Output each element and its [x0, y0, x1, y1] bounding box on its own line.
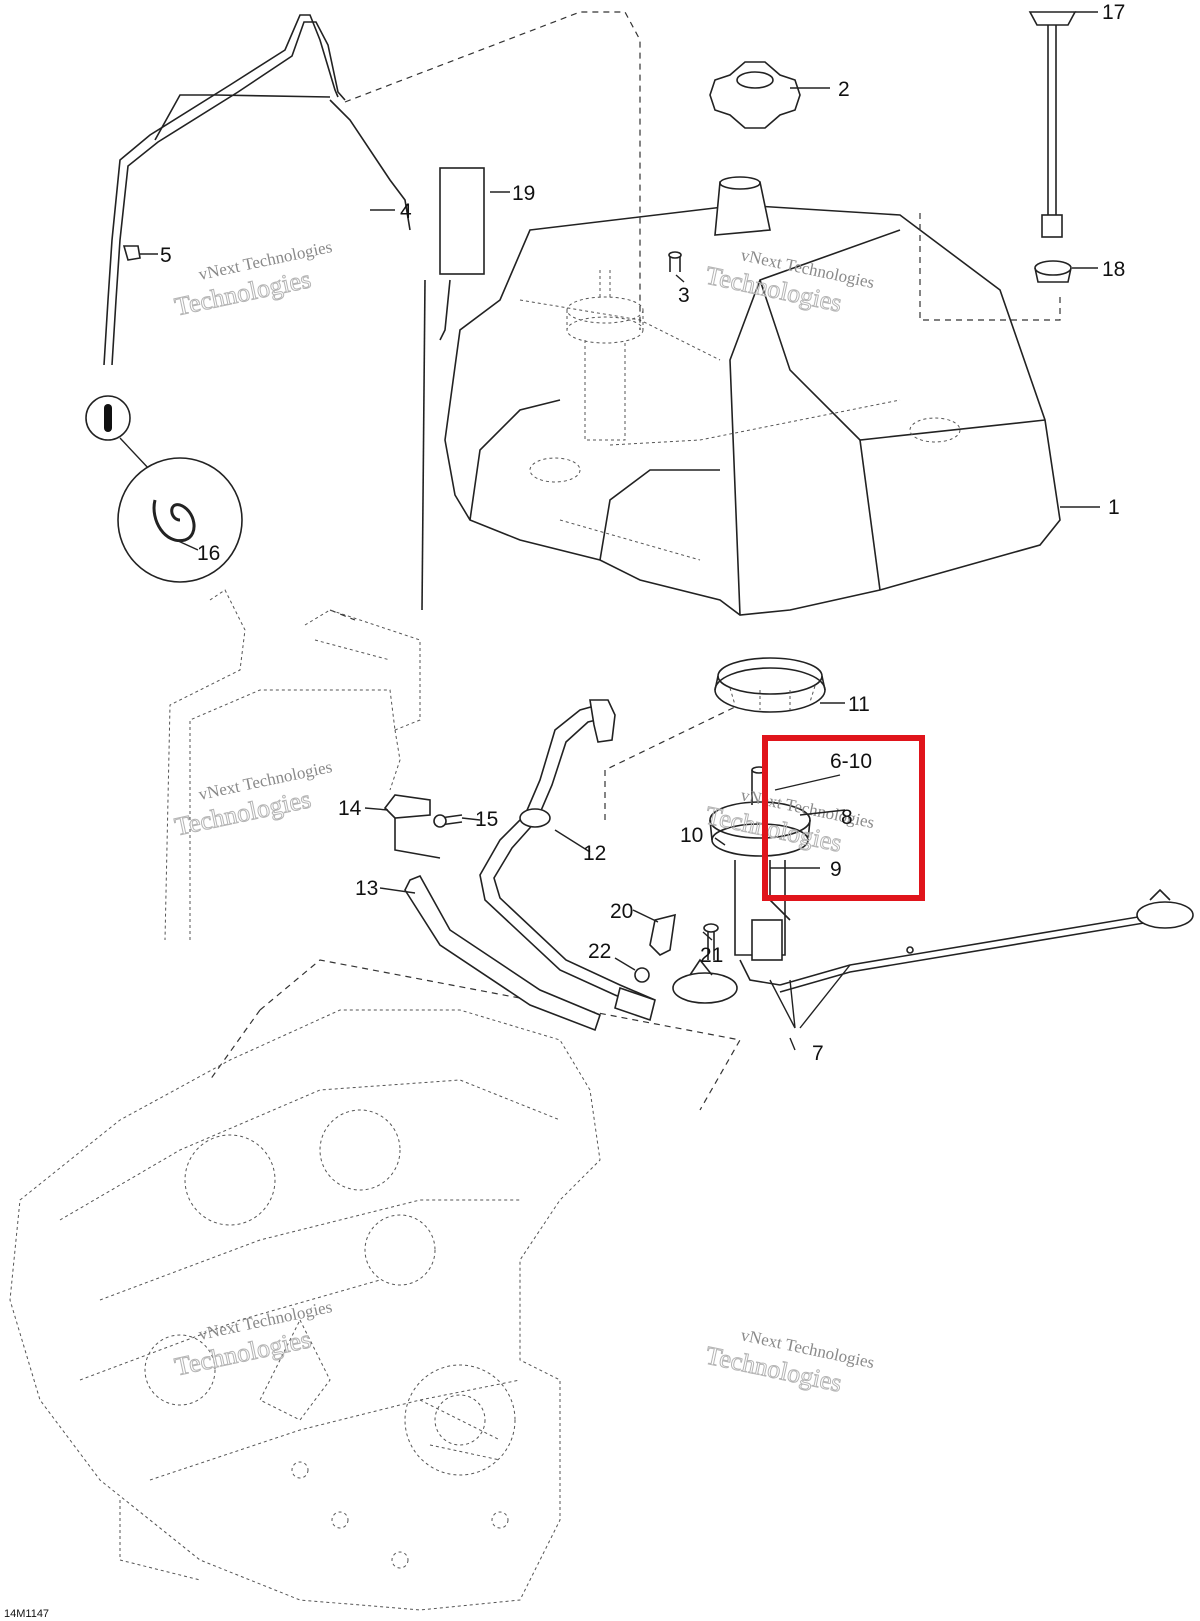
callout-14[interactable]: 14 — [338, 797, 362, 820]
callout-2[interactable]: 2 — [838, 78, 850, 101]
callout-18[interactable]: 18 — [1102, 258, 1125, 281]
callout-12[interactable]: 12 — [583, 842, 606, 865]
callout-20[interactable]: 20 — [610, 900, 633, 923]
callout-3[interactable]: 3 — [678, 284, 690, 307]
pump-inside-tank — [529, 270, 961, 483]
callout-21[interactable]: 21 — [700, 944, 723, 967]
callout-16[interactable]: 16 — [197, 542, 220, 565]
fuel-line-12[interactable] — [479, 699, 656, 1022]
callout-5[interactable]: 5 — [160, 244, 172, 267]
nut-22[interactable] — [634, 967, 650, 983]
callout-19[interactable]: 19 — [512, 182, 535, 205]
vent-hose[interactable] — [103, 14, 346, 366]
callout-11[interactable]: 11 — [848, 693, 870, 716]
detail-view-16 — [85, 395, 243, 583]
callout-17[interactable]: 17 — [1102, 1, 1125, 24]
fuel-tank[interactable] — [444, 176, 1061, 616]
diagram-reference-code: 14M1147 — [4, 1608, 49, 1620]
component-19[interactable] — [439, 167, 485, 275]
callout-22[interactable]: 22 — [588, 940, 611, 963]
callout-6-10[interactable]: 6-10 — [830, 750, 872, 773]
screw-21[interactable] — [703, 923, 719, 960]
fuel-pump-module[interactable] — [672, 766, 1194, 1004]
fuel-line-13[interactable] — [404, 874, 601, 1032]
leader-lines — [140, 11, 1100, 1051]
callout-10[interactable]: 10 — [680, 824, 703, 847]
callout-9[interactable]: 9 — [830, 858, 842, 881]
clamp-20[interactable] — [649, 913, 676, 956]
fuel-gauge-sender[interactable] — [1028, 11, 1077, 238]
callout-13[interactable]: 13 — [355, 877, 378, 900]
frame — [164, 589, 421, 941]
clip[interactable] — [122, 245, 141, 261]
lock-ring[interactable] — [714, 657, 826, 713]
highlight-box — [762, 735, 925, 901]
callout-1[interactable]: 1 — [1108, 496, 1120, 519]
callout-labels: 1 2 3 4 5 6-10 7 8 9 10 11 12 13 14 15 1… — [160, 1, 1125, 1065]
callout-4[interactable]: 4 — [400, 200, 412, 223]
grommet[interactable] — [1034, 260, 1072, 283]
callout-8[interactable]: 8 — [841, 806, 853, 829]
bracket[interactable] — [383, 794, 441, 859]
fuel-cap[interactable] — [709, 61, 801, 129]
callout-7[interactable]: 7 — [812, 1042, 824, 1065]
engine — [9, 1009, 601, 1611]
screw-15[interactable] — [433, 814, 463, 828]
callout-15[interactable]: 15 — [475, 808, 498, 831]
